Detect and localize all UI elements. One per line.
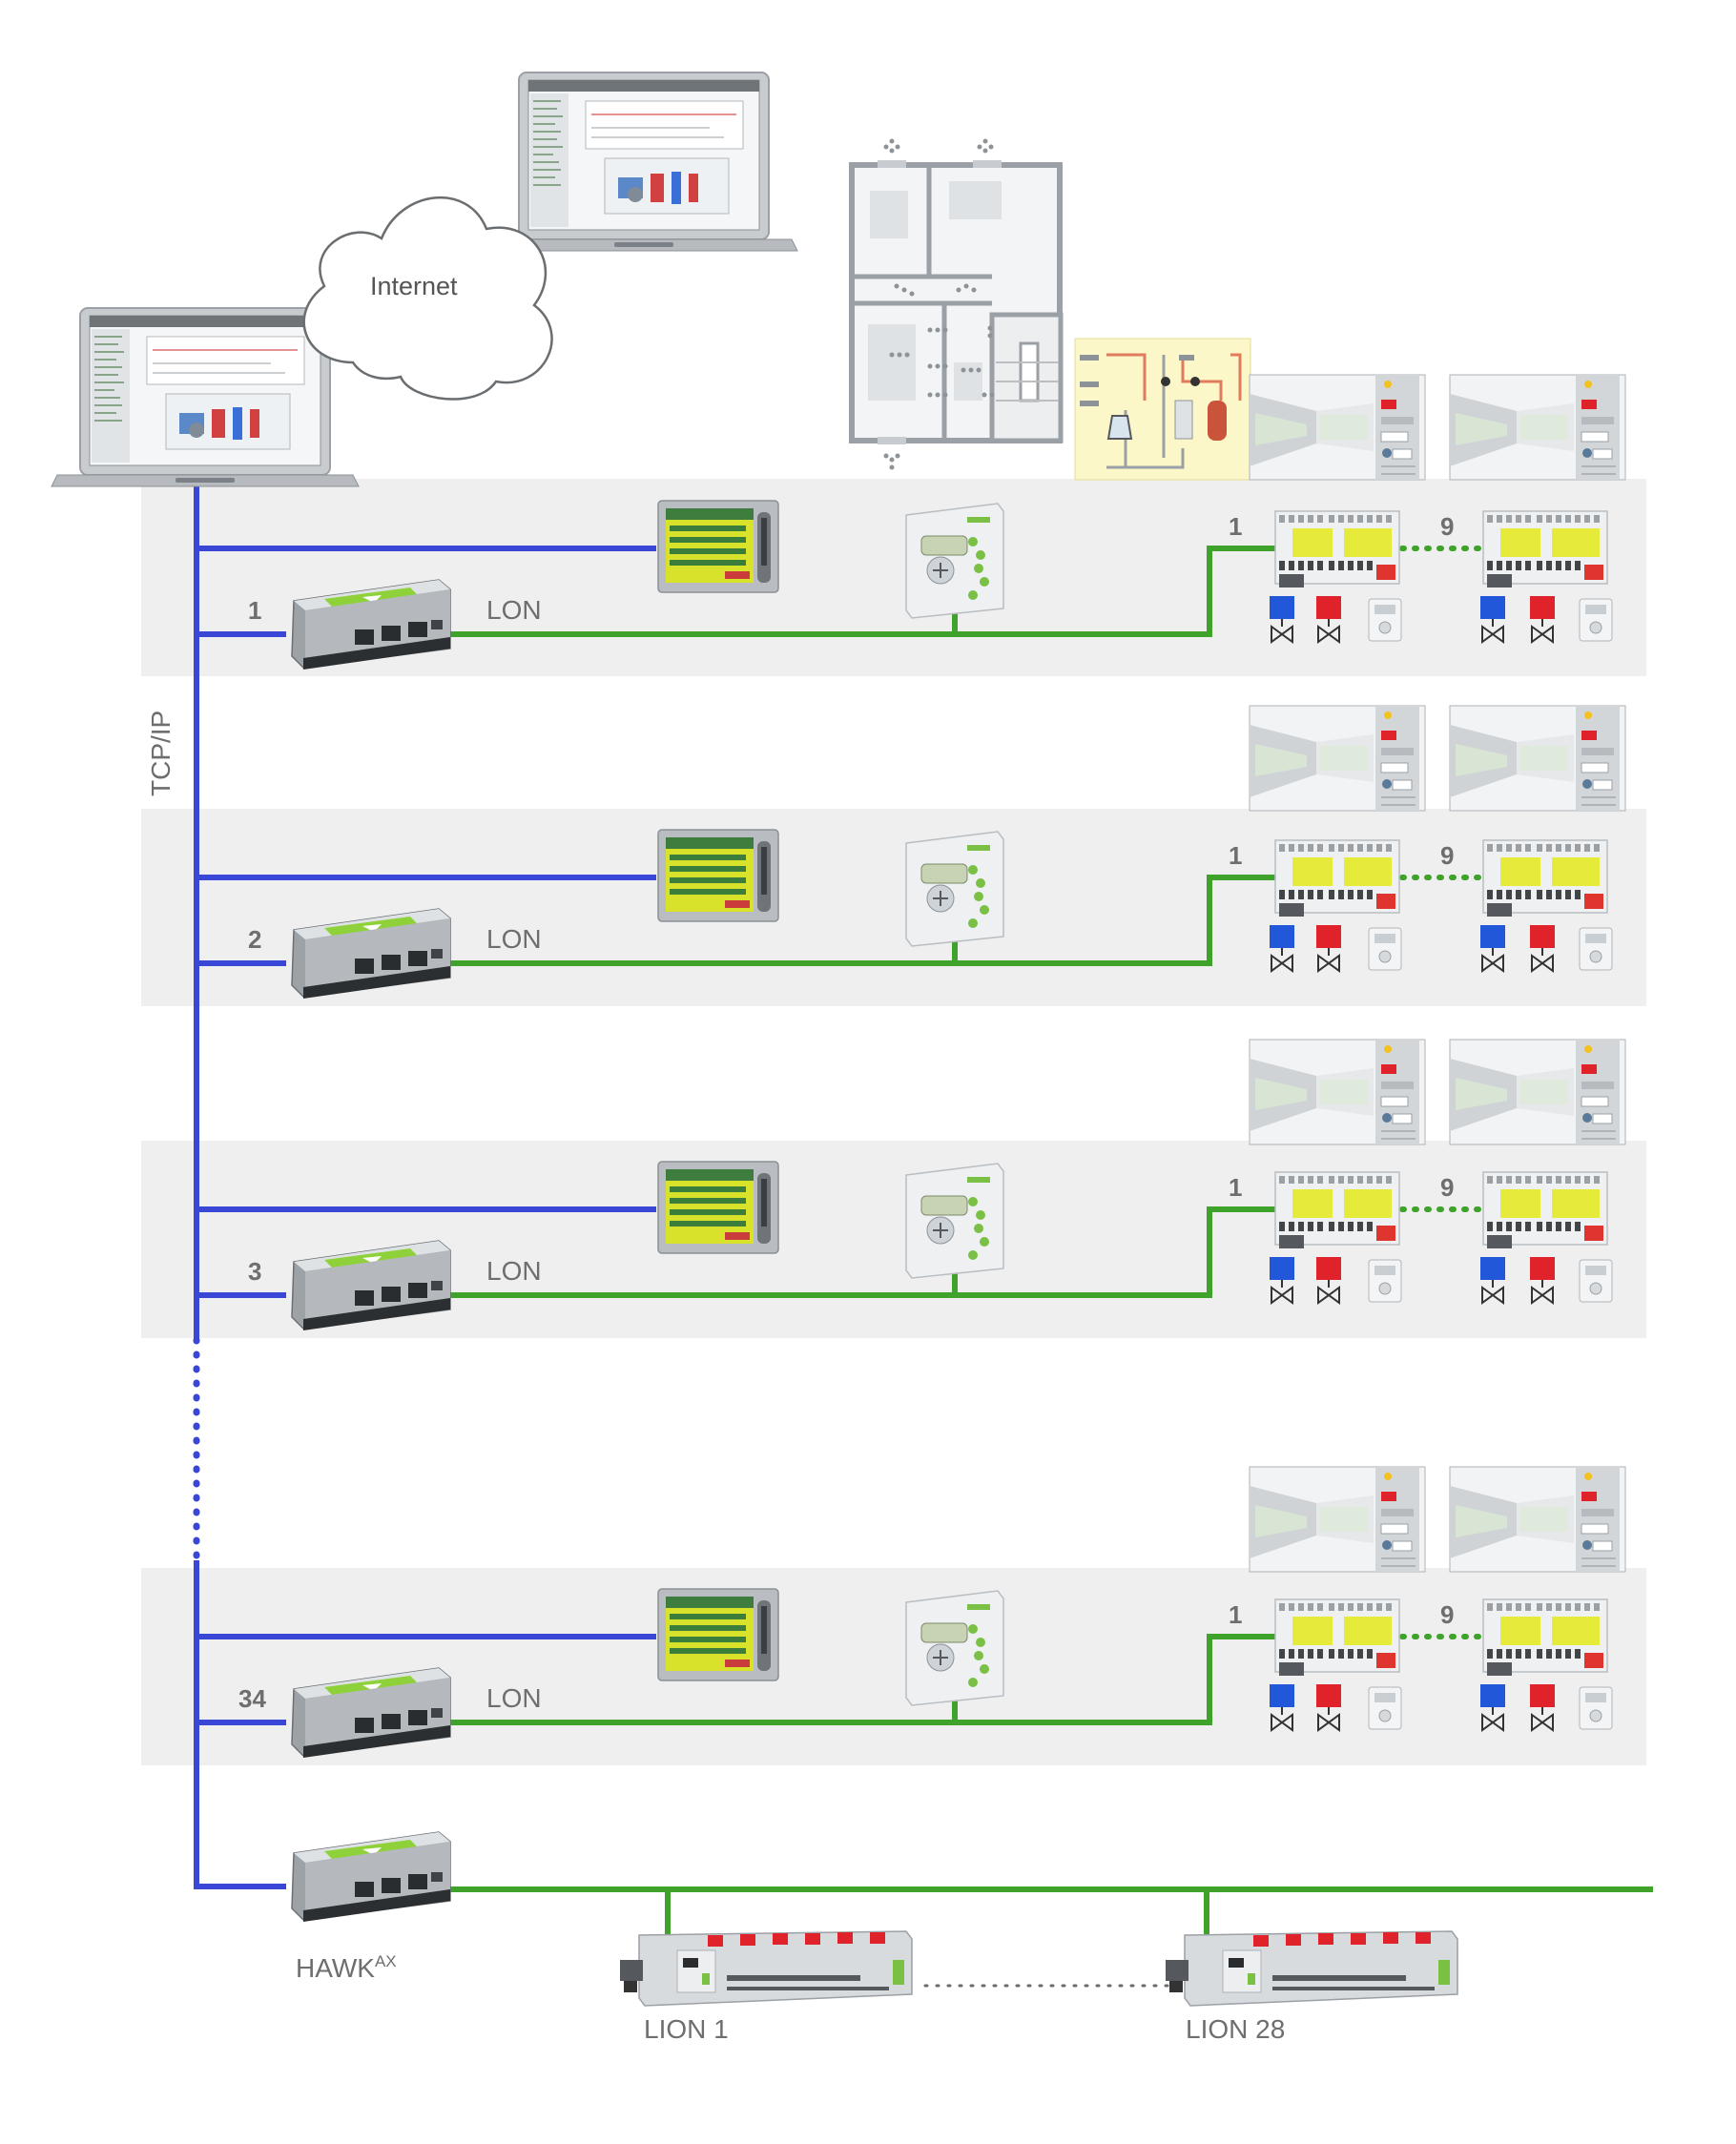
room-photo-icon bbox=[1449, 705, 1626, 812]
thermostat-icon bbox=[1368, 598, 1402, 642]
wall-controller-icon[interactable] bbox=[905, 1163, 1004, 1279]
bus-label: LON bbox=[486, 1256, 542, 1286]
room-photo-icon bbox=[1449, 1466, 1626, 1573]
bus-label: LON bbox=[486, 595, 542, 625]
router-number: 3 bbox=[248, 1257, 261, 1286]
thermostat-icon bbox=[1368, 1259, 1402, 1303]
router-number: 34 bbox=[238, 1684, 266, 1713]
heating-schematic-icon bbox=[1074, 338, 1251, 481]
controller-last-number: 9 bbox=[1440, 1600, 1454, 1629]
router-number: 2 bbox=[248, 925, 261, 954]
room-photo-icon bbox=[1249, 1466, 1426, 1573]
hawk-label: HAWKAX bbox=[296, 1952, 397, 1983]
lion-label: LION 1 bbox=[644, 2014, 729, 2044]
thermostat-icon bbox=[1579, 598, 1613, 642]
cloud-label: Internet bbox=[370, 272, 458, 300]
wall-controller-icon[interactable] bbox=[905, 503, 1004, 619]
room-controller-icon[interactable] bbox=[1482, 1598, 1608, 1677]
room-controller-icon[interactable] bbox=[1274, 839, 1400, 917]
bus-label: LON bbox=[486, 924, 542, 954]
segment-row-2: 2 LON 1 9 bbox=[248, 829, 1613, 1000]
lion-label: LION 28 bbox=[1186, 2014, 1285, 2044]
room-controller-icon[interactable] bbox=[1482, 510, 1608, 588]
segment-row-1: 1 LON 1 9 bbox=[248, 500, 1613, 670]
touch-panel-icon[interactable] bbox=[657, 1161, 779, 1254]
thermostat-icon bbox=[1368, 1686, 1402, 1730]
controller-first-number: 1 bbox=[1229, 512, 1242, 541]
laptop-icon[interactable] bbox=[489, 72, 798, 252]
room-photo-icon bbox=[1449, 374, 1626, 481]
touch-panel-icon[interactable] bbox=[657, 1588, 779, 1681]
hawk-superscript: AX bbox=[375, 1952, 397, 1970]
bus-label: LON bbox=[486, 1683, 542, 1713]
thermostat-icon bbox=[1579, 1259, 1613, 1303]
wall-controller-icon[interactable] bbox=[905, 831, 1004, 947]
segment-row-34: 34 LON 1 9 bbox=[238, 1588, 1613, 1759]
room-photo-icon bbox=[1249, 374, 1426, 481]
controller-last-number: 9 bbox=[1440, 1173, 1454, 1202]
thermostat-icon bbox=[1579, 1686, 1613, 1730]
room-controller-icon[interactable] bbox=[1274, 1171, 1400, 1249]
room-photo-icon bbox=[1249, 1039, 1426, 1145]
touch-panel-icon[interactable] bbox=[657, 500, 779, 593]
thermostat-icon bbox=[1368, 927, 1402, 971]
tcpip-label: TCP/IP bbox=[146, 711, 176, 796]
controller-last-number: 9 bbox=[1440, 512, 1454, 541]
room-photo-icon bbox=[1449, 1039, 1626, 1145]
controller-last-number: 9 bbox=[1440, 841, 1454, 870]
wall-controller-icon[interactable] bbox=[905, 1590, 1004, 1706]
floorplan-icon bbox=[849, 138, 1064, 470]
router-icon[interactable] bbox=[291, 1831, 451, 1923]
cloud-icon bbox=[302, 196, 553, 401]
hawk-segment: HAWKAX LION 1 LION 28 bbox=[291, 1831, 1653, 2044]
hawk-name: HAWK bbox=[296, 1953, 375, 1983]
controller-first-number: 1 bbox=[1229, 1600, 1242, 1629]
room-controller-icon[interactable] bbox=[1274, 510, 1400, 588]
controller-first-number: 1 bbox=[1229, 1173, 1242, 1202]
touch-panel-icon[interactable] bbox=[657, 829, 779, 922]
segment-row-3: 3 LON 1 9 bbox=[248, 1161, 1613, 1331]
room-controller-icon[interactable] bbox=[1274, 1598, 1400, 1677]
controller-first-number: 1 bbox=[1229, 841, 1242, 870]
lion-module-icon[interactable] bbox=[619, 1930, 913, 2007]
room-photo-icon bbox=[1249, 705, 1426, 812]
room-controller-icon[interactable] bbox=[1482, 1171, 1608, 1249]
tcpip-backbone bbox=[193, 462, 656, 1889]
thermostat-icon bbox=[1579, 927, 1613, 971]
router-number: 1 bbox=[248, 596, 261, 625]
room-controller-icon[interactable] bbox=[1482, 839, 1608, 917]
lion-module-icon[interactable] bbox=[1165, 1930, 1458, 2007]
